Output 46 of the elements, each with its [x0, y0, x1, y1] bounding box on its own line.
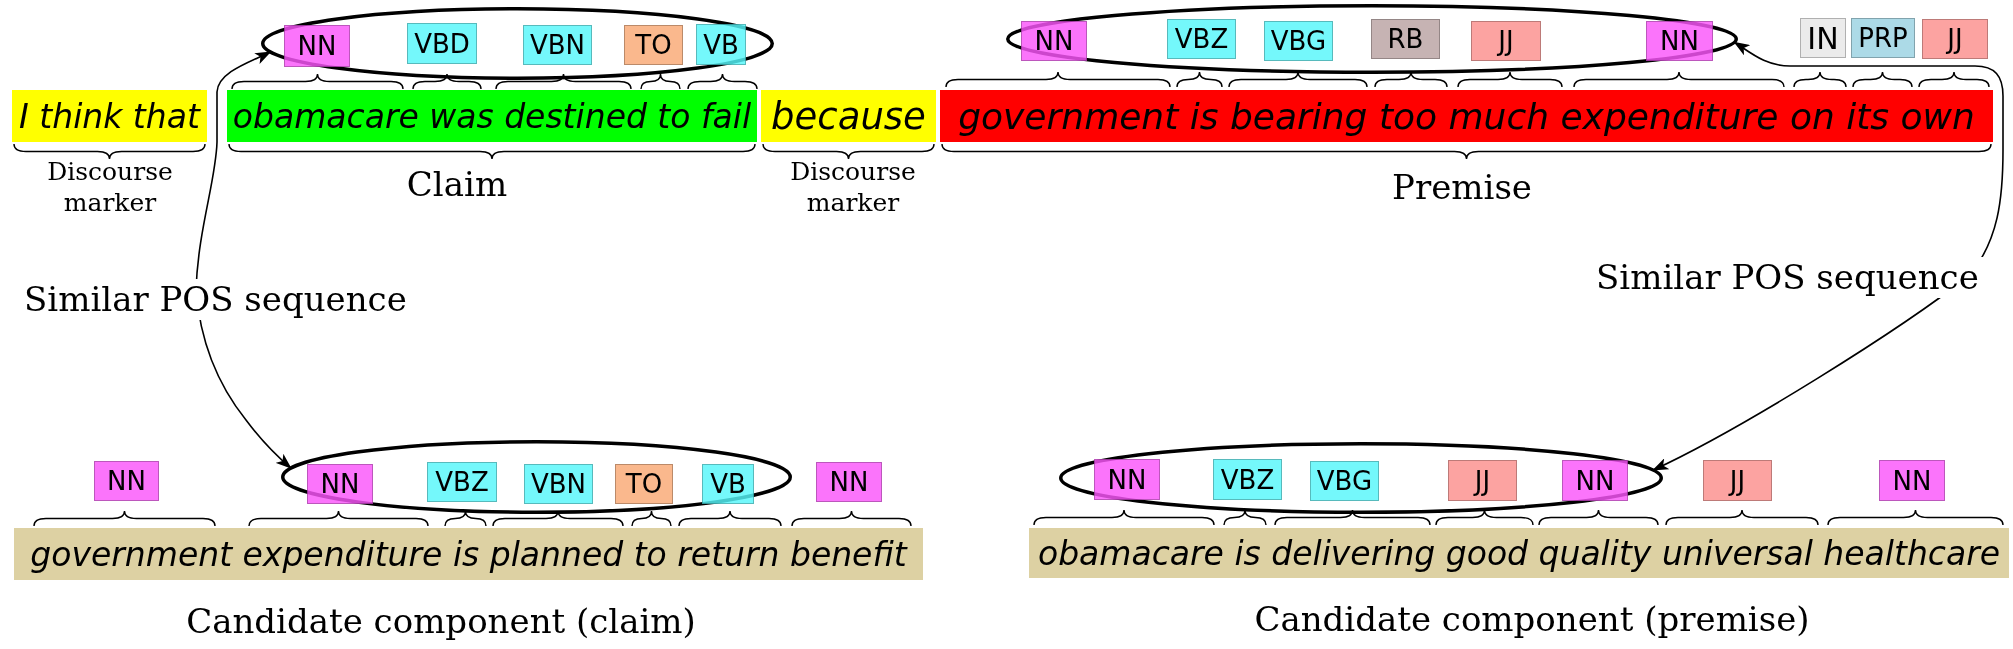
pos-tag: JJ: [1448, 460, 1517, 501]
highlighted-phrase: obamacare was destined to fail: [227, 90, 757, 142]
grouping-ellipse: [1059, 442, 1663, 514]
highlighted-phrase: government expenditure is planned to return benefit: [14, 528, 923, 580]
pos-tag: TO: [615, 464, 673, 504]
pos-tag: TO: [624, 25, 683, 65]
pos-tag: NN: [94, 461, 159, 501]
pos-tag: NN: [1094, 459, 1160, 500]
pos-tag: VBG: [1310, 461, 1379, 501]
highlighted-phrase: government is bearing too much expenditure on its own: [940, 90, 1993, 142]
pos-tag: NN: [816, 462, 882, 502]
pos-tag: VBN: [523, 25, 592, 65]
highlighted-phrase: I think that: [12, 90, 207, 142]
pos-tag: RB: [1371, 19, 1440, 59]
pos-tag: JJ: [1922, 19, 1988, 59]
pos-tag: VB: [696, 24, 746, 65]
pos-tag: PRP: [1851, 18, 1915, 58]
segment-caption: Discourse marker: [46, 156, 174, 219]
highlighted-phrase: because: [761, 90, 936, 142]
pos-tag: NN: [1021, 21, 1087, 61]
pos-tag: VB: [702, 464, 754, 504]
pos-tag: NN: [284, 25, 350, 67]
pos-tag: VBZ: [1213, 459, 1282, 500]
grouping-ellipse: [1006, 4, 1738, 74]
pos-tag: IN: [1800, 18, 1846, 58]
pos-tag: NN: [1646, 21, 1713, 61]
pos-tag: JJ: [1471, 21, 1541, 61]
grouping-ellipse: [281, 440, 792, 514]
pos-tag: VBN: [524, 464, 593, 504]
segment-caption: Candidate component (premise): [1253, 598, 1811, 641]
pos-tag: NN: [1562, 460, 1628, 501]
pos-tag: NN: [1879, 460, 1945, 501]
segment-caption: Premise: [1391, 166, 1533, 209]
pos-tag: VBG: [1264, 21, 1333, 61]
segment-caption: Discourse marker: [789, 156, 917, 219]
pos-tag: VBZ: [427, 462, 497, 502]
curved-arrow: [1652, 41, 2004, 471]
highlighted-phrase: obamacare is delivering good quality universal healthcare: [1029, 528, 2009, 578]
segment-caption: Claim: [405, 163, 509, 206]
pos-tag: VBD: [407, 23, 477, 64]
pos-tag: NN: [307, 464, 373, 504]
segment-caption: Candidate component (claim): [185, 600, 697, 643]
curved-arrow: [195, 51, 292, 469]
grouping-ellipse: [261, 7, 774, 80]
pos-tag: JJ: [1703, 460, 1772, 501]
pos-tag: VBZ: [1167, 19, 1236, 59]
